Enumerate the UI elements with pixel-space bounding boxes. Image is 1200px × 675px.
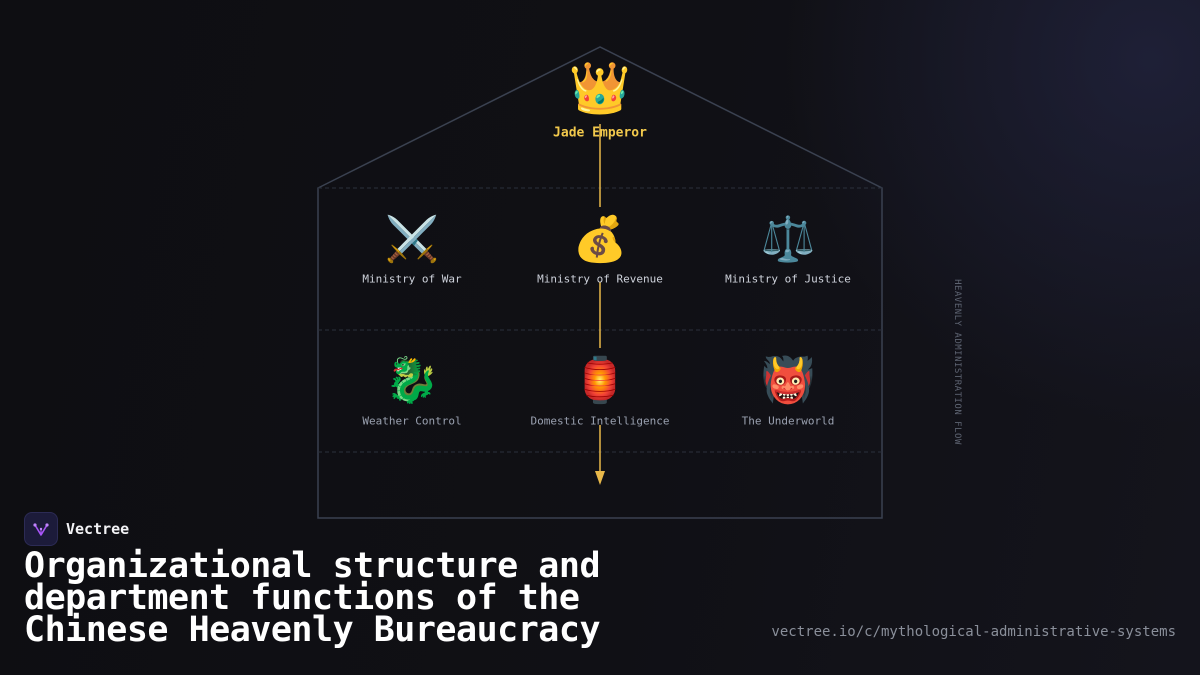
crown-icon: 👑 bbox=[568, 59, 632, 117]
source-url[interactable]: vectree.io/c/mythological-administrative… bbox=[771, 624, 1176, 640]
ogre-icon: 👹 bbox=[760, 355, 816, 406]
dragon-icon: 🐉 bbox=[384, 355, 440, 406]
palace-outline bbox=[317, 46, 883, 519]
flow-arrowhead bbox=[595, 471, 605, 485]
node-label-ministry-of-war: Ministry of War bbox=[362, 272, 462, 286]
node-label-weather-control: Weather Control bbox=[362, 414, 462, 428]
node-label-the-underworld: The Underworld bbox=[741, 414, 835, 428]
node-label-jade-emperor: Jade Emperor bbox=[553, 125, 647, 141]
brand-name: Vectree bbox=[66, 520, 130, 538]
scales-icon: ⚖️ bbox=[760, 214, 816, 265]
node-label-ministry-of-revenue: Ministry of Revenue bbox=[537, 272, 663, 286]
money-bag-icon: 💰 bbox=[572, 214, 628, 265]
crossed-swords-icon: ⚔️ bbox=[384, 214, 440, 265]
side-label-flow: HEAVENLY ADMINISTRATION FLOW bbox=[952, 279, 962, 445]
headline: Organizational structure and department … bbox=[24, 546, 601, 650]
node-label-ministry-of-justice: Ministry of Justice bbox=[725, 272, 851, 286]
brand: Vectree bbox=[24, 512, 129, 546]
vectree-logo-icon bbox=[24, 512, 58, 546]
node-label-domestic-intelligence: Domestic Intelligence bbox=[530, 414, 670, 428]
lantern-icon: 🏮 bbox=[572, 355, 628, 406]
